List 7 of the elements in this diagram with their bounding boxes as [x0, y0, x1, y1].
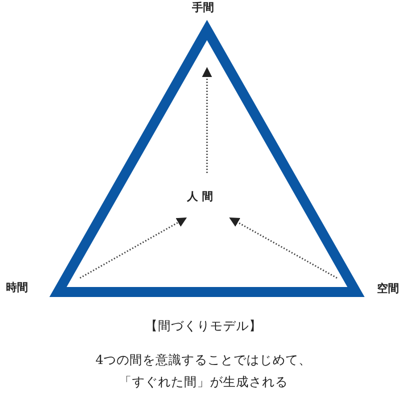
- node-label: 人間: [187, 190, 217, 204]
- caption: 4つの間を意識することではじめて、「すぐれた間」が生成される: [94, 351, 312, 391]
- node-label: 手間: [192, 1, 214, 15]
- node-label: 時間: [6, 281, 28, 295]
- dotted-arrow: [202, 67, 212, 173]
- node-label: 空間: [377, 282, 399, 296]
- title: 【間づくりモデル】: [144, 318, 263, 335]
